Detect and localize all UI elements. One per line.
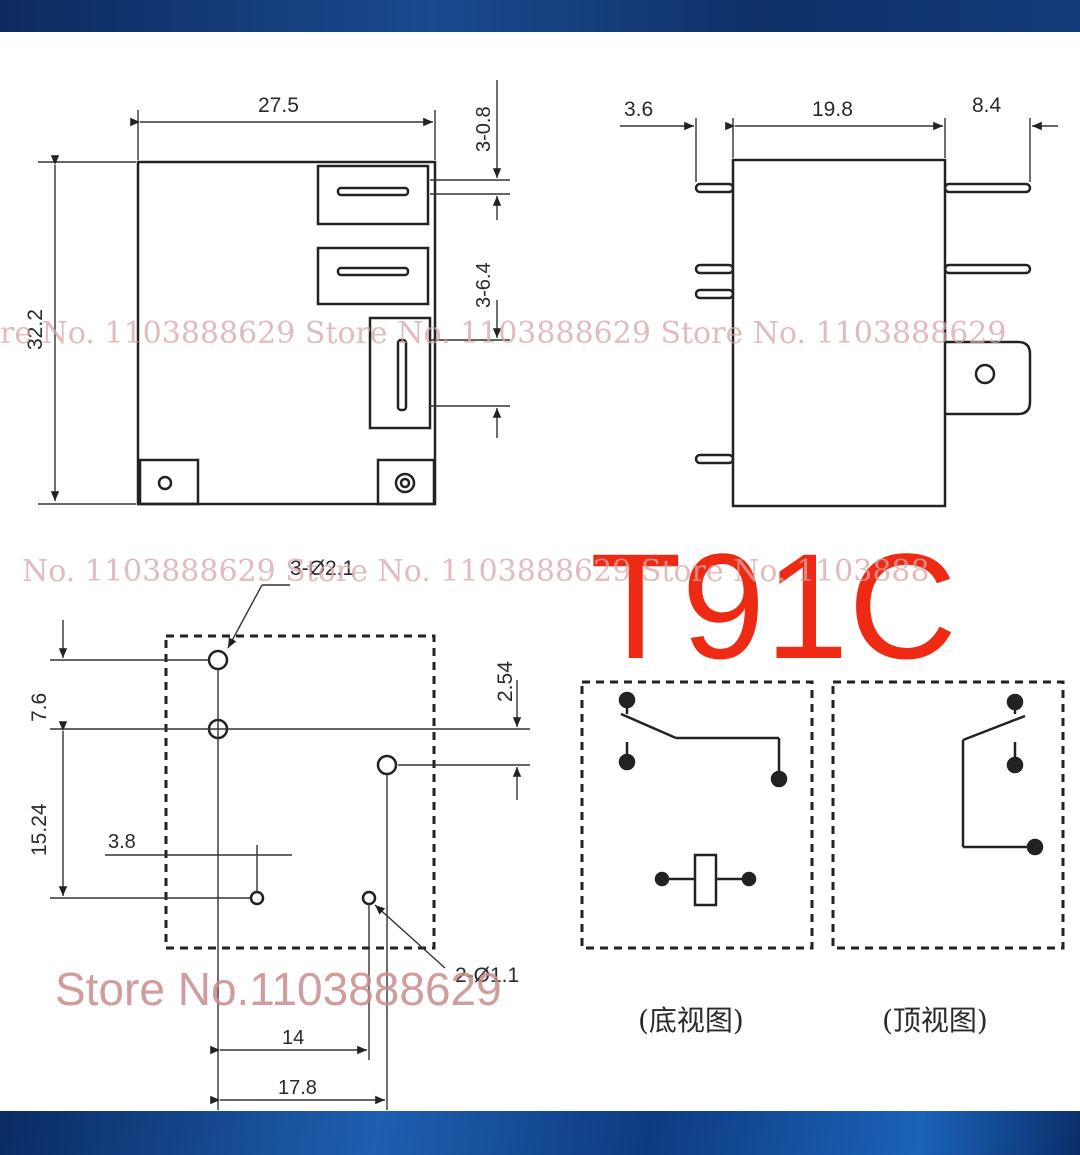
- pcb-layout: [50, 584, 530, 1110]
- mount-foot-right: [376, 458, 436, 506]
- dim-pitch-14: 14: [282, 1027, 304, 1049]
- watermark-row-1: re No. 1103888629 Store No. 1103888629 S…: [0, 316, 1006, 351]
- front-view: [136, 160, 437, 506]
- terminal-slot-3: [368, 316, 432, 430]
- dim-tab-width-mid: 3-6.4: [473, 262, 495, 308]
- side-quick-connect-tab: [945, 340, 1032, 416]
- dim-pitch-3-8: 3.8: [108, 831, 136, 853]
- dim-front-height: 32.2: [24, 309, 47, 350]
- side-body-outline: [731, 158, 947, 508]
- side-dimensions: [620, 118, 1058, 182]
- dim-pitch-15-24: 15.24: [28, 803, 51, 856]
- dim-pitch-2-54: 2.54: [494, 661, 517, 702]
- front-dimensions: [38, 80, 510, 505]
- dim-pitch-17-8: 17.8: [278, 1077, 317, 1099]
- side-view: [694, 158, 1032, 508]
- dim-front-width: 27.5: [258, 94, 299, 117]
- label-bottom-view: (底视图): [638, 1004, 744, 1037]
- terminal-slot-1: [316, 164, 430, 226]
- dim-side-left: 3.6: [624, 98, 653, 121]
- label-top-view: (顶视图): [882, 1004, 988, 1037]
- watermark-store: Store No.1103888629: [55, 963, 502, 1015]
- model-name: T91C: [590, 522, 957, 690]
- dim-hole-large: 3-Ø2.1: [290, 557, 354, 580]
- watermark-row-2: No. 1103888629 Store No. 1103888629 Stor…: [22, 554, 930, 589]
- dim-side-right: 8.4: [972, 94, 1002, 117]
- coil-hole-1: [249, 890, 265, 906]
- dim-pitch-7-6: 7.6: [28, 693, 51, 722]
- pcb-outline: [164, 634, 436, 950]
- schematic-bottom-view: [580, 680, 814, 950]
- coil-symbol: [693, 853, 718, 907]
- dim-hole-small: 2-Ø1.1: [455, 964, 519, 987]
- top-banner: [0, 0, 1080, 32]
- pin-hole-3: [376, 754, 398, 776]
- mount-foot-left: [138, 458, 200, 506]
- schematic-top-view: [831, 680, 1065, 950]
- dim-side-body: 19.8: [812, 98, 853, 121]
- front-body-outline: [136, 160, 437, 506]
- bottom-banner: [0, 1111, 1080, 1155]
- terminal-slot-2: [316, 246, 430, 306]
- coil-hole-2: [361, 890, 377, 906]
- dim-tab-width-top: 3-0.8: [473, 106, 495, 152]
- pin-hole-1: [207, 649, 229, 671]
